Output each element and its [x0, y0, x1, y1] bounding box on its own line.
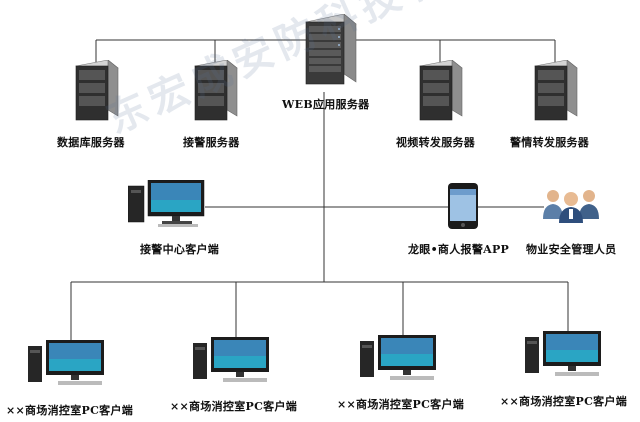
- web-server-label: WEB应用服务器: [282, 98, 370, 111]
- smartphone-icon: [448, 183, 478, 229]
- people-group-icon: [543, 190, 599, 223]
- database-server-label: 数据库服务器: [57, 136, 125, 149]
- video-server-label: 视频转发服务器: [396, 136, 476, 149]
- police-server-node: [531, 59, 579, 126]
- mall-client-1-node: [28, 340, 108, 390]
- mall-client-3-label: ××商场消控室PC客户端: [337, 398, 465, 411]
- web-server-node: [296, 13, 358, 94]
- security-staff-node: [541, 187, 603, 227]
- mall-client-4-node: [525, 331, 605, 381]
- desktop-pc-icon: [127, 179, 205, 227]
- mall-client-1-label: ××商场消控室PC客户端: [6, 404, 134, 417]
- video-server-node: [416, 59, 464, 126]
- alarm-server-node: [191, 59, 239, 126]
- alarm-center-label: 接警中心客户端: [140, 243, 220, 256]
- mobile-app-label: 龙眼•商人报警APP: [408, 243, 510, 256]
- desktop-pc-icon: [360, 335, 436, 380]
- desktop-pc-icon: [193, 337, 269, 382]
- server-rack-icon: [194, 59, 238, 121]
- alarm-server-label: 接警服务器: [183, 136, 240, 149]
- mall-client-2-label: ××商场消控室PC客户端: [170, 400, 298, 413]
- mobile-app-node: [447, 183, 479, 233]
- server-rack-icon: [534, 59, 578, 121]
- alarm-center-pc-node: [127, 179, 208, 232]
- server-rack-icon: [419, 59, 463, 121]
- mall-client-4-label: ××商场消控室PC客户端: [500, 395, 628, 408]
- mall-client-2-node: [193, 337, 273, 387]
- mall-client-3-node: [360, 335, 440, 385]
- security-staff-label: 物业安全管理人员: [526, 243, 617, 256]
- desktop-pc-icon: [28, 340, 104, 385]
- server-rack-icon: [305, 13, 357, 85]
- police-server-label: 警情转发服务器: [510, 136, 590, 149]
- desktop-pc-icon: [525, 331, 601, 376]
- server-rack-icon: [75, 59, 119, 121]
- database-server-node: [72, 59, 120, 126]
